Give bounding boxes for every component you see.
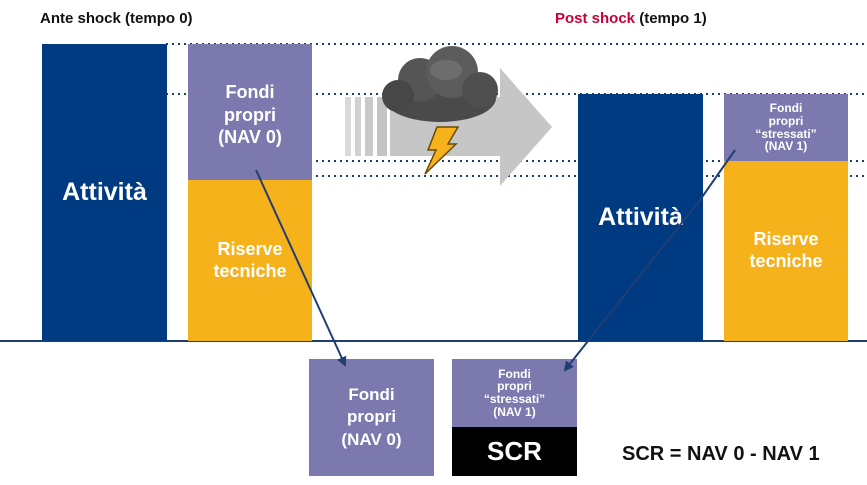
lightning-icon [424, 126, 460, 175]
storm-cloud-icon [382, 46, 498, 122]
own-funds-bottom-line: (NAV 0) [341, 429, 402, 449]
own-funds-before-line: Fondi [225, 82, 275, 103]
reserves-after-line: Riserve [753, 229, 819, 250]
own-funds-bottom: Fondi propri (NAV 0) [309, 359, 434, 476]
scr-label: SCR [487, 436, 542, 466]
own-funds-before-text: Fondi propri (NAV 0) [218, 81, 282, 149]
assets-after-label: Attività [598, 203, 683, 231]
assets-before-label: Attività [62, 178, 147, 206]
header-after-suffix: (tempo 1) [635, 10, 707, 27]
header-after-main: Post shock [555, 10, 636, 27]
own-funds-before-line: (NAV 0) [218, 127, 282, 148]
header-before: Ante shock (tempo 0) [40, 10, 193, 27]
reserves-before: Riserve tecniche [188, 180, 312, 341]
scr-formula: SCR = NAV 0 - NAV 1 [622, 443, 820, 465]
reserves-after-line: tecniche [749, 251, 823, 271]
reserves-after: Riserve tecniche [724, 161, 848, 341]
stressed-funds-bottom: Fondi propri “stressati” (NAV 1) [452, 359, 577, 427]
reserves-before-line: Riserve [217, 238, 283, 259]
own-funds-bottom-line: propri [346, 407, 397, 427]
stressed-funds-bottom-line: “stressati” [483, 392, 546, 406]
own-funds-bottom-text: Fondi propri (NAV 0) [341, 384, 401, 450]
stressed-funds-bottom-line: (NAV 1) [493, 404, 536, 419]
own-funds-after-line: “stressati” [755, 126, 817, 141]
own-funds-after-text: Fondi propri “stressati” (NAV 1) [755, 102, 816, 152]
own-funds-after-line: Fondi [769, 101, 803, 116]
header-before-suffix: (tempo 0) [120, 10, 193, 27]
scr-block: SCR [452, 427, 577, 476]
stressed-funds-bottom-line: propri [497, 379, 532, 394]
own-funds-after-line: propri [768, 113, 804, 128]
assets-before: Attività [42, 44, 167, 341]
reserves-before-line: tecniche [213, 260, 287, 281]
own-funds-after-line: (NAV 1) [764, 139, 808, 154]
header-before-main: Ante shock [40, 10, 121, 27]
assets-after: Attività [578, 94, 703, 341]
stressed-funds-bottom-text: Fondi propri “stressati” (NAV 1) [484, 368, 545, 418]
reserves-before-text: Riserve tecniche [213, 239, 286, 282]
header-after: Post shock (tempo 1) [555, 10, 707, 27]
own-funds-before: Fondi propri (NAV 0) [188, 44, 312, 180]
reserves-after-text: Riserve tecniche [749, 229, 822, 272]
own-funds-before-line: propri [223, 104, 276, 125]
own-funds-bottom-line: Fondi [348, 385, 395, 405]
stressed-funds-bottom-line: Fondi [498, 366, 531, 381]
own-funds-after: Fondi propri “stressati” (NAV 1) [724, 94, 848, 161]
